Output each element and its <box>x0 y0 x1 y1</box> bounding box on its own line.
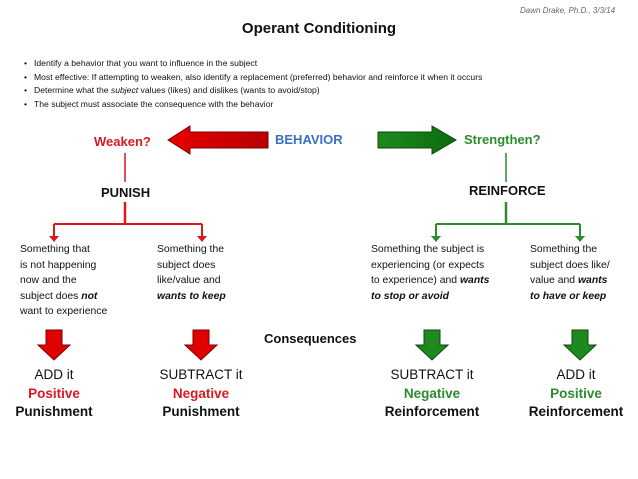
strengthen-label: Strengthen? <box>464 132 541 147</box>
reinforce-branch-left-arrow-icon <box>431 236 441 242</box>
author-credit: Dawn Drake, Ph.D., 3/3/14 <box>520 6 616 15</box>
consequences-label: Consequences <box>264 331 357 346</box>
positive-reinforcement-result: ADD it Positive Reinforcement <box>528 367 624 419</box>
strengthen-arrow-icon <box>377 125 457 155</box>
positive-punishment-description: Something that is not happening now and … <box>20 244 108 317</box>
reinforce-label: REINFORCE <box>469 183 546 198</box>
bullet-item: The subject must associate the consequen… <box>24 98 482 112</box>
punish-label: PUNISH <box>101 185 151 200</box>
behavior-label: BEHAVIOR <box>275 132 343 147</box>
weaken-arrow-icon <box>167 125 269 155</box>
bullet-item: Identify a behavior that you want to inf… <box>24 57 482 71</box>
bullet-list: Identify a behavior that you want to inf… <box>24 57 482 111</box>
punish-branch-left-arrow-icon <box>49 236 59 242</box>
bullet-item: Determine what the subject values (likes… <box>24 84 482 98</box>
weaken-label: Weaken? <box>94 134 151 149</box>
punish-tree-connector <box>53 153 203 236</box>
positive-reinforcement-arrow-icon <box>562 329 598 361</box>
negative-punishment-result: SUBTRACT it Negative Punishment <box>159 367 243 419</box>
bullet-item: Most effective: If attempting to weaken,… <box>24 71 482 85</box>
reinforce-tree-connector <box>435 153 581 236</box>
reinforce-branch-right-arrow-icon <box>575 236 585 242</box>
negative-reinforcement-result: SUBTRACT it Negative Reinforcement <box>384 367 480 419</box>
page-title: Operant Conditioning <box>241 20 397 37</box>
positive-punishment-arrow-icon <box>36 329 72 361</box>
negative-punishment-description: Something the subject does like/value an… <box>157 244 226 302</box>
negative-reinforcement-arrow-icon <box>414 329 450 361</box>
positive-punishment-result: ADD it Positive Punishment <box>15 367 93 419</box>
negative-punishment-arrow-icon <box>183 329 219 361</box>
positive-reinforcement-description: Something the subject does like/ value a… <box>530 244 610 302</box>
punish-branch-right-arrow-icon <box>197 236 207 242</box>
negative-reinforcement-description: Something the subject is experiencing (o… <box>371 244 490 302</box>
